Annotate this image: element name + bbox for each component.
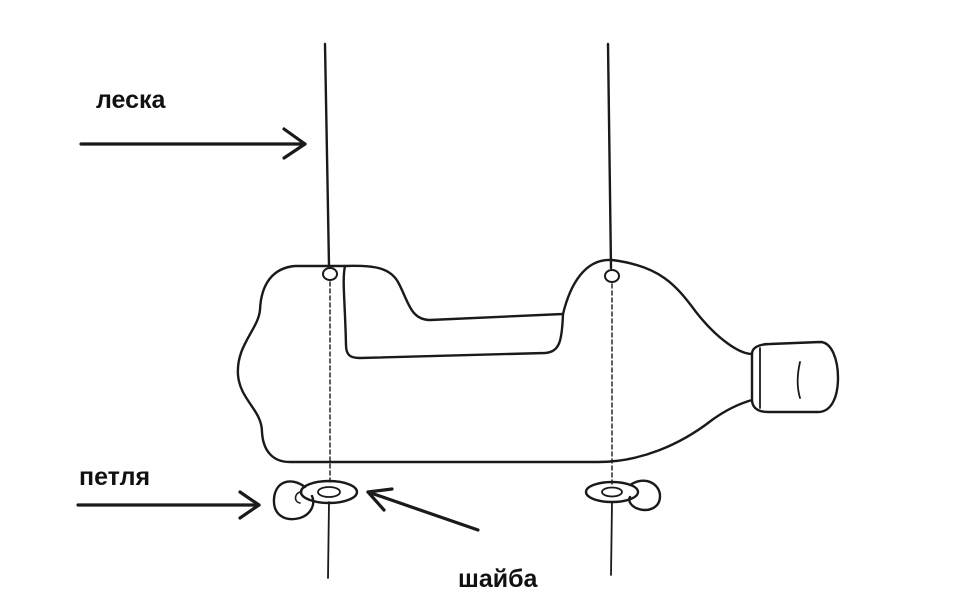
arrow-to-line: [79, 127, 307, 160]
hole-left: [322, 267, 338, 281]
bottle-body: [236, 258, 754, 464]
washer-right-outer: [584, 480, 640, 504]
loop-left-inner: [294, 491, 301, 504]
fishing-line-left-top: [323, 42, 331, 268]
fishing-line-right-top: [606, 42, 613, 270]
label-washer: шайба: [458, 565, 538, 593]
label-loop: петля: [79, 463, 151, 491]
label-fishing-line: леска: [96, 86, 166, 114]
washer-left-inner: [317, 486, 341, 498]
loop-left: [272, 480, 315, 521]
bottle-cap: [750, 340, 840, 414]
arrow-to-loop: [76, 490, 261, 520]
bottle-cutout: [342, 264, 565, 360]
washer-right-inner: [601, 486, 623, 498]
washer-left-outer: [299, 479, 359, 505]
arrow-to-washer: [366, 487, 480, 532]
cap-highlight: [796, 361, 801, 399]
hole-right: [604, 269, 620, 283]
loop-right: [628, 479, 662, 512]
fishing-line-left-bottom: [327, 501, 330, 579]
fishing-line-right-bottom: [610, 501, 613, 576]
